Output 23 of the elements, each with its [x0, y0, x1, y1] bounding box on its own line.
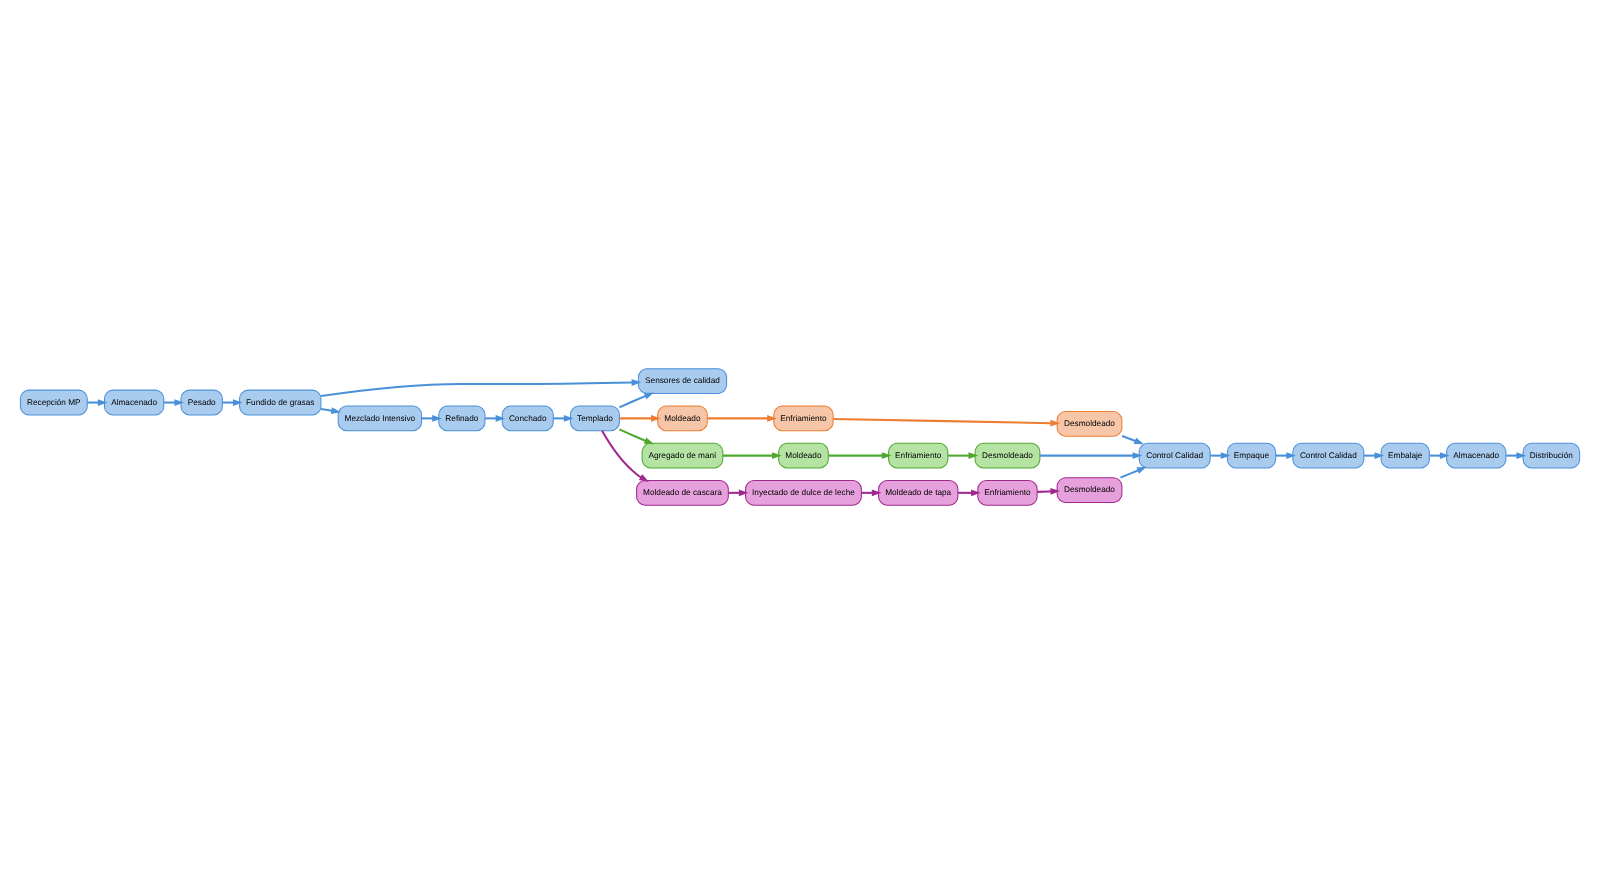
arrow: [619, 415, 661, 422]
arrow: [947, 452, 979, 459]
arrow: [1210, 452, 1231, 459]
arrow: [619, 392, 654, 409]
arrow: [723, 452, 782, 459]
arrow: [87, 399, 108, 406]
arrow: [619, 428, 654, 445]
arrow: [553, 415, 574, 422]
arrow: [222, 399, 243, 406]
arrow: [957, 489, 981, 497]
arrow: [1429, 452, 1450, 459]
arrow: [833, 417, 1061, 427]
arrow: [485, 415, 506, 422]
arrow: [861, 489, 882, 497]
arrow: [1039, 452, 1143, 459]
arrow: [320, 379, 642, 398]
arrow: [1037, 488, 1061, 495]
arrow: [828, 452, 892, 459]
arrow: [728, 489, 749, 497]
arrow: [707, 415, 777, 422]
arrow: [601, 430, 649, 482]
arrow: [1120, 466, 1147, 479]
arrow: [1121, 435, 1144, 445]
